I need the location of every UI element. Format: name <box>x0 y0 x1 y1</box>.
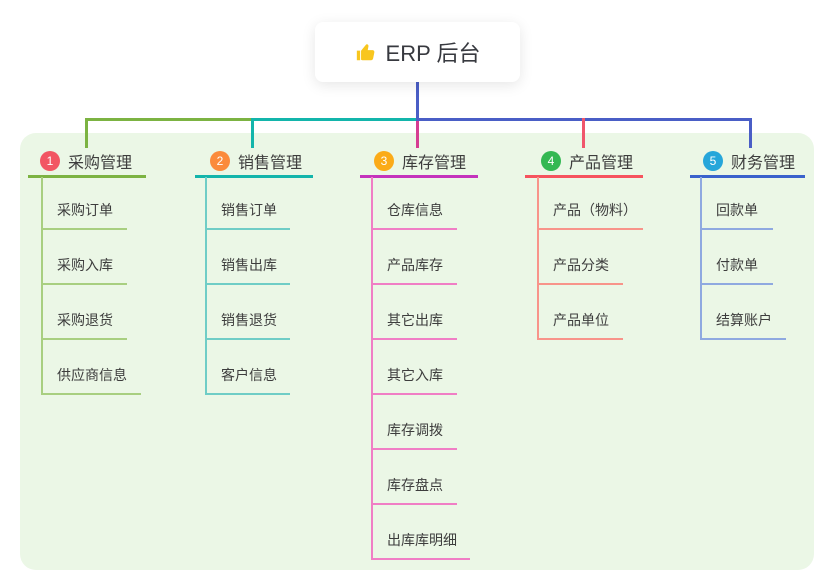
child-node[interactable]: 仓库信息 <box>371 200 457 230</box>
child-node[interactable]: 出库库明细 <box>371 530 470 560</box>
branch-underline <box>525 175 643 178</box>
connector-root-drop <box>416 82 419 119</box>
child-node[interactable]: 结算账户 <box>700 310 786 340</box>
branch-header-inventory[interactable]: 3 库存管理 <box>374 150 466 172</box>
child-node[interactable]: 付款单 <box>700 255 773 285</box>
branch-underline <box>28 175 146 178</box>
branch-number-badge: 2 <box>210 151 230 171</box>
branch-number-badge: 1 <box>40 151 60 171</box>
root-label: ERP 后台 <box>385 41 481 66</box>
connector-drop-branch1 <box>85 118 88 148</box>
child-node[interactable]: 客户信息 <box>205 365 290 395</box>
branch-header-finance[interactable]: 5 财务管理 <box>703 150 795 172</box>
branch-label: 财务管理 <box>731 155 796 172</box>
branch-underline <box>360 175 478 178</box>
connector-drop-branch5 <box>749 118 752 148</box>
child-node[interactable]: 产品（物料） <box>537 200 643 230</box>
branch-underline <box>690 175 805 178</box>
branch-underline <box>195 175 313 178</box>
child-node[interactable]: 库存盘点 <box>371 475 457 505</box>
branch-child-trunk <box>205 177 207 393</box>
branch-child-trunk <box>41 177 43 393</box>
branch-header-sales[interactable]: 2 销售管理 <box>210 150 302 172</box>
branch-label: 产品管理 <box>569 155 634 172</box>
child-node[interactable]: 采购订单 <box>41 200 127 230</box>
branch-label: 销售管理 <box>238 155 303 172</box>
branch-child-trunk <box>700 177 702 339</box>
thumbs-up-icon <box>355 41 377 63</box>
root-node[interactable]: ERP 后台 <box>315 22 520 82</box>
child-node[interactable]: 产品分类 <box>537 255 623 285</box>
child-node[interactable]: 销售退货 <box>205 310 290 340</box>
branch-header-product[interactable]: 4 产品管理 <box>541 150 633 172</box>
child-node[interactable]: 产品库存 <box>371 255 457 285</box>
child-node[interactable]: 其它出库 <box>371 310 457 340</box>
branch-number-badge: 3 <box>374 151 394 171</box>
connector-drop-branch4 <box>582 118 585 148</box>
child-node[interactable]: 其它入库 <box>371 365 457 395</box>
branch-number-badge: 5 <box>703 151 723 171</box>
connector-drop-branch2 <box>251 118 254 148</box>
connector-drop-branch3 <box>416 121 419 148</box>
child-node[interactable]: 采购退货 <box>41 310 127 340</box>
child-node[interactable]: 销售出库 <box>205 255 290 285</box>
branches-background-panel <box>20 133 814 570</box>
branch-header-purchase[interactable]: 1 采购管理 <box>40 150 132 172</box>
child-node[interactable]: 供应商信息 <box>41 365 141 395</box>
branch-child-trunk <box>537 177 539 339</box>
child-node[interactable]: 产品单位 <box>537 310 623 340</box>
branch-label: 库存管理 <box>402 155 467 172</box>
branch-child-trunk <box>371 177 373 560</box>
connector-bus-teal <box>251 118 418 121</box>
connector-bus-green <box>85 118 253 121</box>
child-node[interactable]: 库存调拨 <box>371 420 457 450</box>
child-node[interactable]: 销售订单 <box>205 200 290 230</box>
branch-label: 采购管理 <box>68 155 133 172</box>
branch-number-badge: 4 <box>541 151 561 171</box>
child-node[interactable]: 采购入库 <box>41 255 127 285</box>
child-node[interactable]: 回款单 <box>700 200 773 230</box>
